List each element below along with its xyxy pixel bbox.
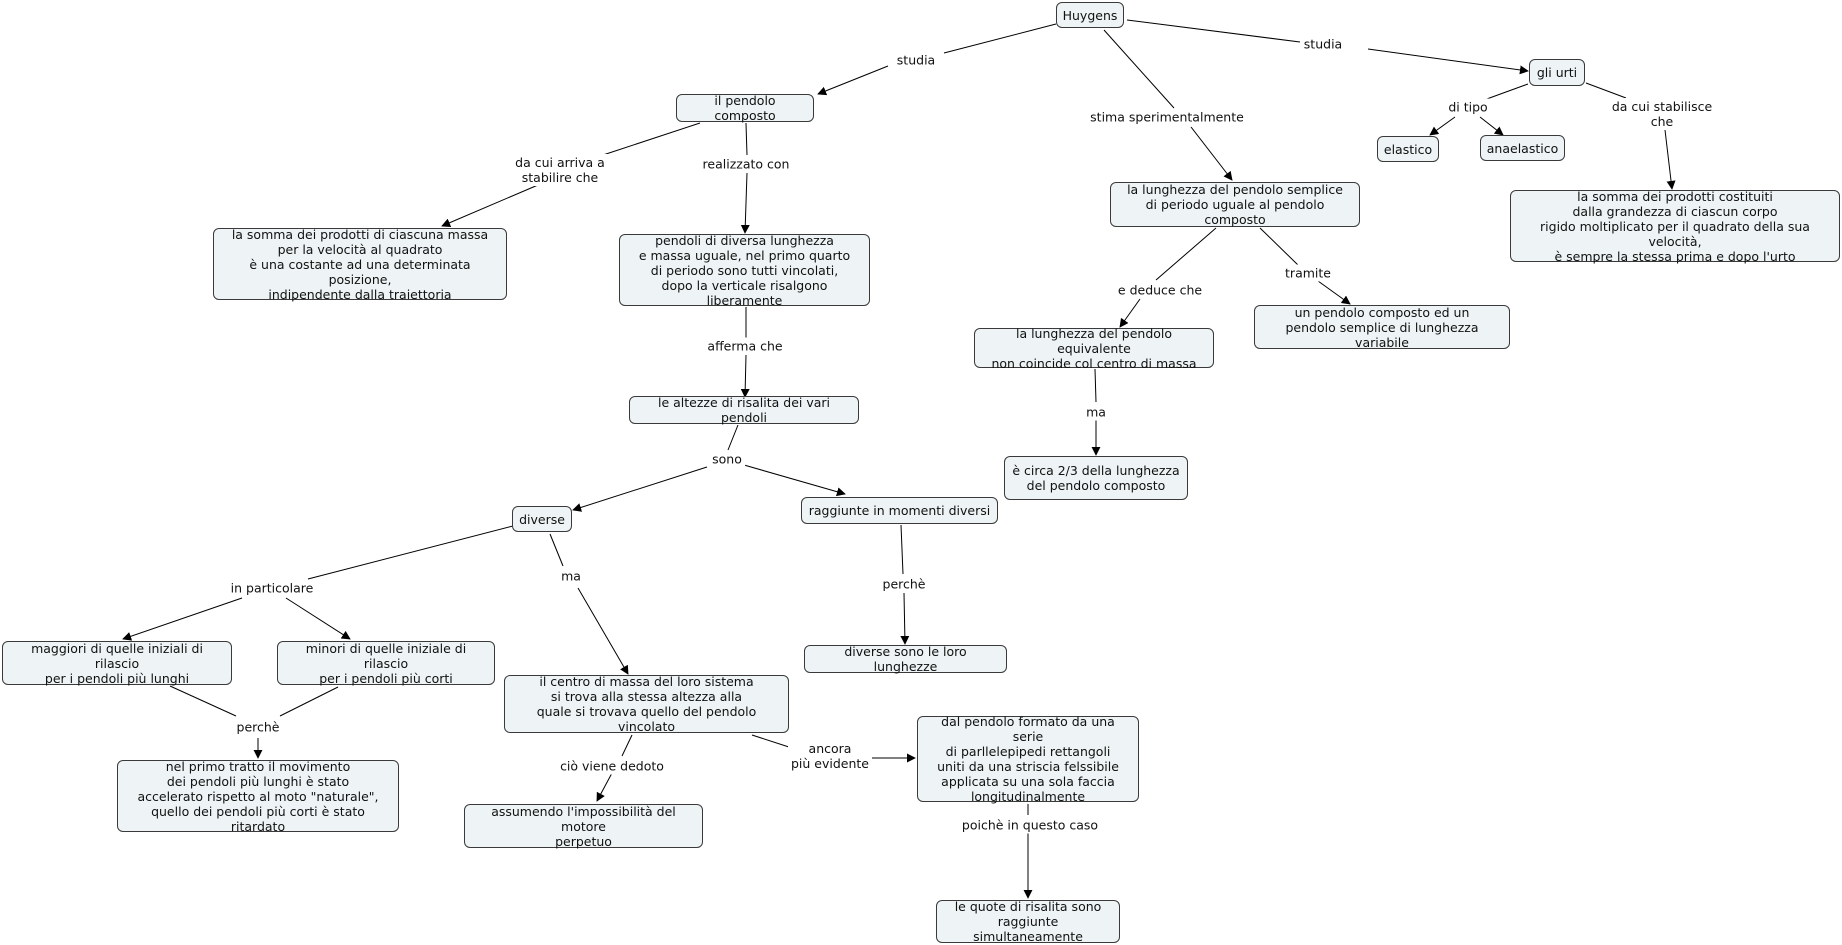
concept-huygens[interactable]: Huygens	[1056, 2, 1124, 28]
link-in-particolare: in particolare	[227, 579, 317, 597]
concept-due-terzi[interactable]: è circa 2/3 della lunghezza del pendolo …	[1004, 456, 1188, 500]
concept-diverse[interactable]: diverse	[512, 506, 572, 532]
link-tramite: tramite	[1282, 264, 1334, 282]
concept-maggiori[interactable]: maggiori di quelle iniziali di rilascio …	[2, 641, 232, 686]
link-da-cui-arriva: da cui arriva a stabilire che	[512, 154, 608, 186]
link-ancora: ancora più evidente	[787, 740, 873, 772]
link-studia-left: studia	[893, 51, 939, 69]
concept-pendoli-diversa[interactable]: pendoli di diversa lunghezza e massa ugu…	[619, 233, 870, 308]
concept-momenti-diversi[interactable]: raggiunte in momenti diversi	[801, 497, 998, 524]
link-da-cui-stabilisce: da cui stabilisce che	[1608, 98, 1716, 130]
link-sono: sono	[709, 450, 745, 468]
link-realizzato: realizzato con	[699, 155, 793, 173]
link-ma-right: ma	[1083, 403, 1109, 421]
link-afferma: afferma che	[704, 337, 786, 355]
link-perche-left: perchè	[233, 718, 283, 736]
link-di-tipo: di tipo	[1445, 98, 1491, 116]
concept-pendolo-composto[interactable]: il pendolo composto	[676, 93, 814, 123]
concept-pendolo-variabile[interactable]: un pendolo composto ed un pendolo sempli…	[1254, 305, 1510, 350]
concept-minori[interactable]: minori di quelle iniziale di rilascio pe…	[277, 641, 495, 686]
concept-somma-massa[interactable]: la somma dei prodotti di ciascuna massa …	[213, 227, 507, 302]
concept-altezze[interactable]: le altezze di risalita dei vari pendoli	[629, 395, 859, 425]
link-cio-viene: ciò viene dedoto	[557, 757, 667, 775]
link-perche-right: perchè	[879, 575, 929, 593]
link-stima: stima sperimentalmente	[1087, 108, 1247, 126]
concept-diverse-lunghezze[interactable]: diverse sono le loro lunghezze	[804, 644, 1007, 674]
link-poiche: poichè in questo caso	[958, 816, 1102, 834]
concept-pendolo-equivalente[interactable]: la lunghezza del pendolo equivalente non…	[974, 326, 1214, 371]
link-studia-right: studia	[1300, 35, 1346, 53]
concept-somma-corpo[interactable]: la somma dei prodotti costituiti dalla g…	[1510, 189, 1840, 264]
concept-gli-urti[interactable]: gli urti	[1529, 59, 1585, 86]
concept-lunghezza-semplice[interactable]: la lunghezza del pendolo semplice di per…	[1110, 182, 1360, 227]
link-ma-left: ma	[558, 567, 584, 585]
concept-primo-tratto[interactable]: nel primo tratto il movimento dei pendol…	[117, 759, 399, 834]
link-e-deduce: e deduce che	[1114, 281, 1206, 299]
concept-anaelastico[interactable]: anaelastico	[1480, 135, 1565, 161]
concept-elastico[interactable]: elastico	[1377, 136, 1439, 162]
concept-moto-perpetuo[interactable]: assumendo l'impossibilità del motore per…	[464, 804, 703, 849]
concept-parallelepipedi[interactable]: dal pendolo formato da una serie di parl…	[917, 714, 1139, 804]
concept-centro-massa[interactable]: il centro di massa del loro sistema si t…	[504, 674, 789, 734]
concept-quote[interactable]: le quote di risalita sono raggiunte simu…	[936, 899, 1120, 944]
